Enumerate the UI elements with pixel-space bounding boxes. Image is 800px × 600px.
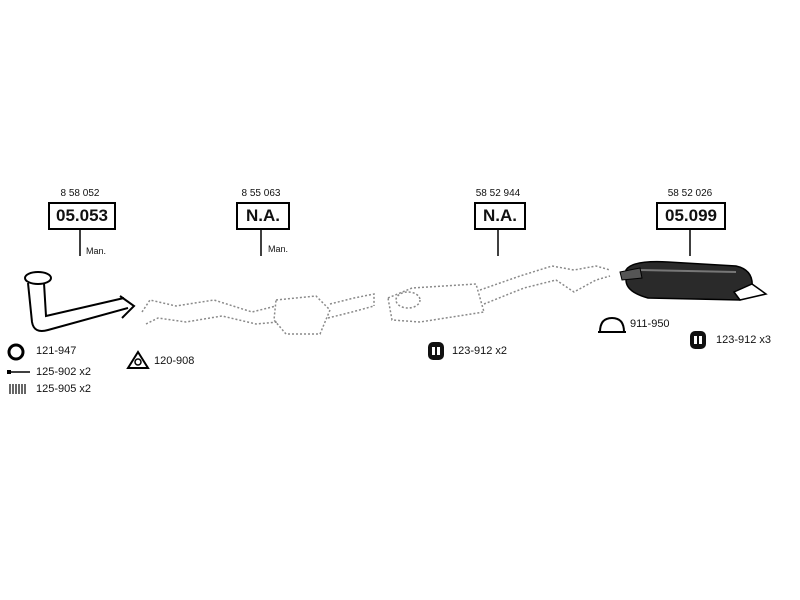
part-reference-number: 8 58 052 — [60, 188, 100, 199]
intermediate-silencer — [387, 265, 611, 323]
part-reference-number: 8 55 063 — [241, 188, 281, 199]
part-reference-number: 58 52 944 — [475, 188, 521, 199]
rubber-hanger-icon — [428, 342, 444, 360]
accessory-label: 120-908 — [154, 355, 195, 367]
accessory-label: 121-947 — [36, 345, 77, 357]
rubber-hanger-icon — [690, 331, 706, 349]
part-code-box[interactable]: N.A. — [474, 202, 526, 230]
part-code-box[interactable]: 05.053 — [48, 202, 116, 230]
spring-icon — [9, 384, 26, 394]
rear-silencer — [619, 260, 768, 301]
bolt-icon — [7, 370, 30, 374]
accessory-label: 123-912 x2 — [452, 345, 508, 357]
part-code-box[interactable]: N.A. — [236, 202, 290, 230]
accessory-label: 125-905 x2 — [36, 383, 92, 395]
accessory-label: 911-950 — [630, 318, 670, 330]
clamp-icon — [598, 316, 626, 333]
gasket-ring-icon — [7, 343, 25, 361]
part-note: Man. — [86, 246, 107, 256]
triangle-gasket-icon — [126, 350, 150, 369]
middle-pipe-with-catalyst — [141, 293, 375, 335]
front-pipe — [24, 271, 136, 332]
accessory-label: 125-902 x2 — [36, 366, 92, 378]
accessory-label: 123-912 x3 — [716, 334, 772, 346]
part-code-box[interactable]: 05.099 — [656, 202, 726, 230]
part-reference-number: 58 52 026 — [667, 188, 713, 199]
part-note: Man. — [268, 244, 289, 254]
